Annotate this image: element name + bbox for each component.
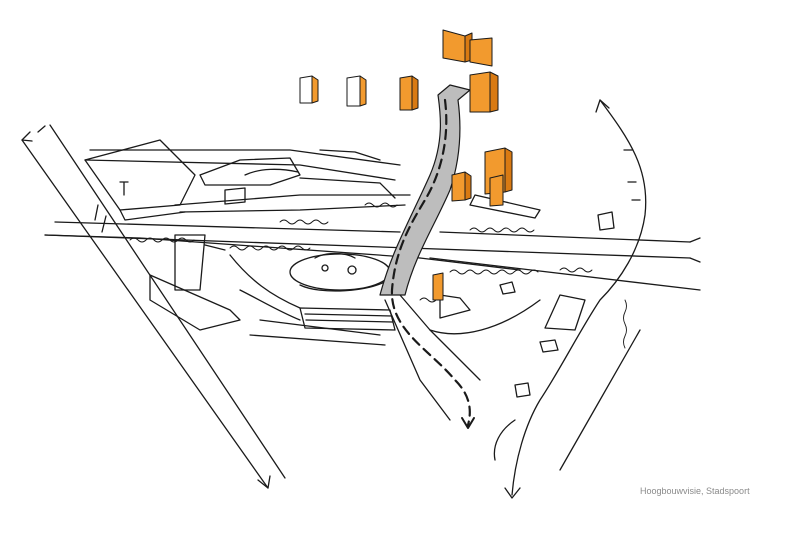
station-building xyxy=(84,139,396,221)
right-curved-road xyxy=(493,99,647,499)
tower-east-3 xyxy=(451,171,472,202)
vegetation-scribbles xyxy=(129,202,627,349)
dashed-route-arrow xyxy=(390,98,471,427)
arrow-head-icon xyxy=(595,99,610,113)
tower-north-3 xyxy=(399,75,419,111)
central-plaza xyxy=(229,252,396,331)
right-low-buildings xyxy=(439,149,641,398)
arrow-head-icon xyxy=(257,475,271,489)
tower-tall-twin xyxy=(469,71,499,113)
drawing-caption: Hoogbouwvisie, Stadspoort xyxy=(640,486,750,496)
tower-north-1 xyxy=(299,75,319,104)
arrow-head-icon xyxy=(21,131,33,142)
lower-roads xyxy=(249,294,541,421)
tower-north-2 xyxy=(346,75,367,107)
tower-south xyxy=(432,272,444,301)
upper-rail-line xyxy=(84,149,411,213)
left-arterial-road xyxy=(21,124,286,489)
left-lower-block xyxy=(149,234,241,331)
highrise-towers xyxy=(299,29,513,301)
main-horizontal-road xyxy=(44,221,701,291)
tower-east-2 xyxy=(489,174,504,207)
tower-u-shape xyxy=(442,29,493,67)
one-way-arrow xyxy=(461,417,475,429)
